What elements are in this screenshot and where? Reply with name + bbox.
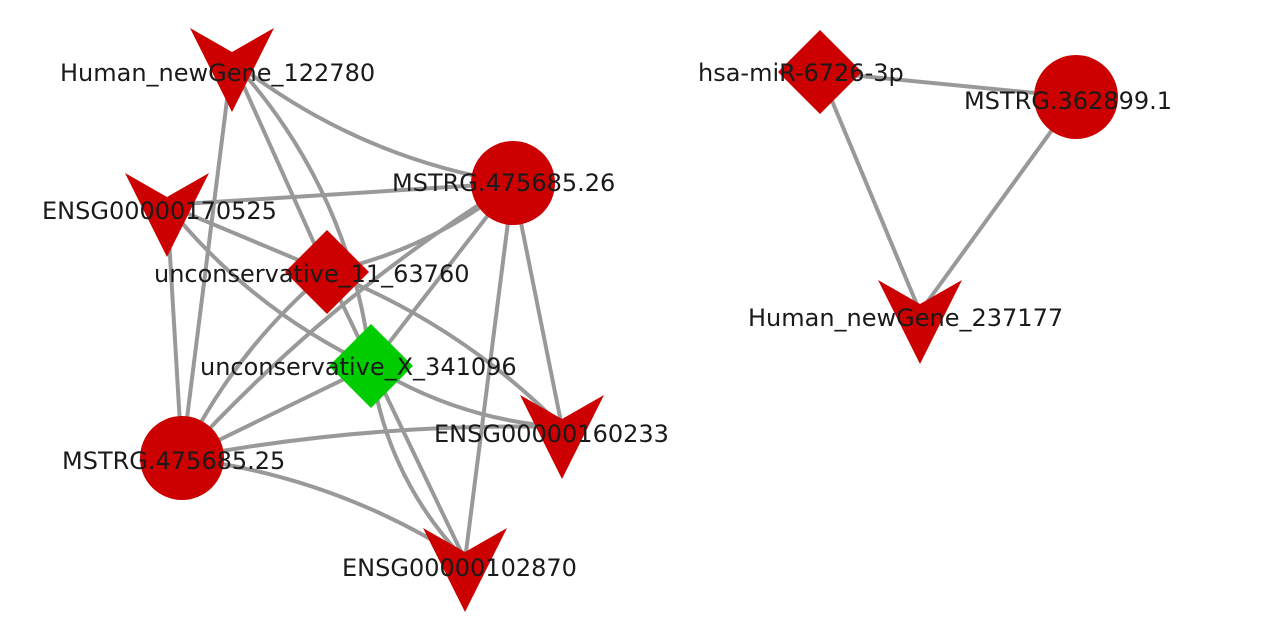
v-arrow-node-shape [878, 280, 962, 364]
node-unconservative-x-341096[interactable] [329, 324, 413, 408]
node-mstrg-475685-25[interactable] [140, 416, 224, 500]
diamond-node-shape [285, 230, 369, 314]
labels-layer: Human_newGene_122780ENSG00000170525MSTRG… [42, 59, 1172, 582]
edge-mstrg-362899-1-to-human-newgene-237177 [918, 95, 1078, 314]
edge-mstrg-475685-25-to-ensg00000160233 [180, 424, 564, 460]
node-human-newgene-237177[interactable] [878, 280, 962, 364]
node-label-unconservative-11-63760: unconservative_11_63760 [154, 260, 470, 288]
edge-human-newgene-122780-to-mstrg-475685-25 [180, 58, 234, 460]
node-label-ensg00000170525: ENSG00000170525 [42, 197, 277, 225]
edge-hsa-mir-6726-3p-to-mstrg-362899-1 [818, 70, 1078, 99]
edge-ensg00000170525-to-unconservative-x-341096 [165, 203, 373, 368]
node-label-hsa-mir-6726-3p: hsa-miR-6726-3p [698, 59, 904, 87]
edge-unconservative-11-63760-to-ensg00000160233 [325, 270, 564, 429]
node-label-ensg00000160233: ENSG00000160233 [434, 420, 669, 448]
edge-human-newgene-122780-to-unconservative-11-63760 [230, 58, 329, 274]
node-label-mstrg-475685-25: MSTRG.475685.25 [62, 447, 285, 475]
v-arrow-node-shape [520, 395, 604, 479]
nodes-layer [125, 28, 1118, 612]
node-hsa-mir-6726-3p[interactable] [778, 30, 862, 114]
diamond-node-shape [778, 30, 862, 114]
circle-node-shape [1034, 55, 1118, 139]
node-unconservative-11-63760[interactable] [285, 230, 369, 314]
edge-hsa-mir-6726-3p-to-human-newgene-237177 [818, 70, 922, 314]
circle-node-shape [140, 416, 224, 500]
node-label-human-newgene-237177: Human_newGene_237177 [748, 304, 1063, 332]
edge-human-newgene-122780-to-unconservative-x-341096 [230, 58, 373, 368]
node-ensg00000102870[interactable] [423, 528, 507, 612]
node-mstrg-475685-26[interactable] [471, 141, 555, 225]
node-ensg00000160233[interactable] [520, 395, 604, 479]
node-label-ensg00000102870: ENSG00000102870 [342, 554, 577, 582]
v-arrow-node-shape [190, 28, 274, 112]
node-label-mstrg-362899-1: MSTRG.362899.1 [964, 87, 1172, 115]
edge-ensg00000170525-to-mstrg-475685-26 [165, 181, 515, 207]
v-arrow-node-shape [125, 173, 209, 257]
node-human-newgene-122780[interactable] [190, 28, 274, 112]
node-label-unconservative-x-341096: unconservative_X_341096 [200, 353, 517, 381]
edge-mstrg-475685-26-to-mstrg-475685-25 [180, 181, 515, 460]
node-label-human-newgene-122780: Human_newGene_122780 [60, 59, 375, 87]
node-ensg00000170525[interactable] [125, 173, 209, 257]
diamond-node-shape [329, 324, 413, 408]
edge-unconservative-11-63760-to-ensg00000102870 [325, 270, 467, 562]
edge-mstrg-475685-26-to-ensg00000102870 [463, 181, 515, 562]
node-label-mstrg-475685-26: MSTRG.475685.26 [392, 169, 615, 197]
v-arrow-node-shape [423, 528, 507, 612]
node-mstrg-362899-1[interactable] [1034, 55, 1118, 139]
circle-node-shape [471, 141, 555, 225]
